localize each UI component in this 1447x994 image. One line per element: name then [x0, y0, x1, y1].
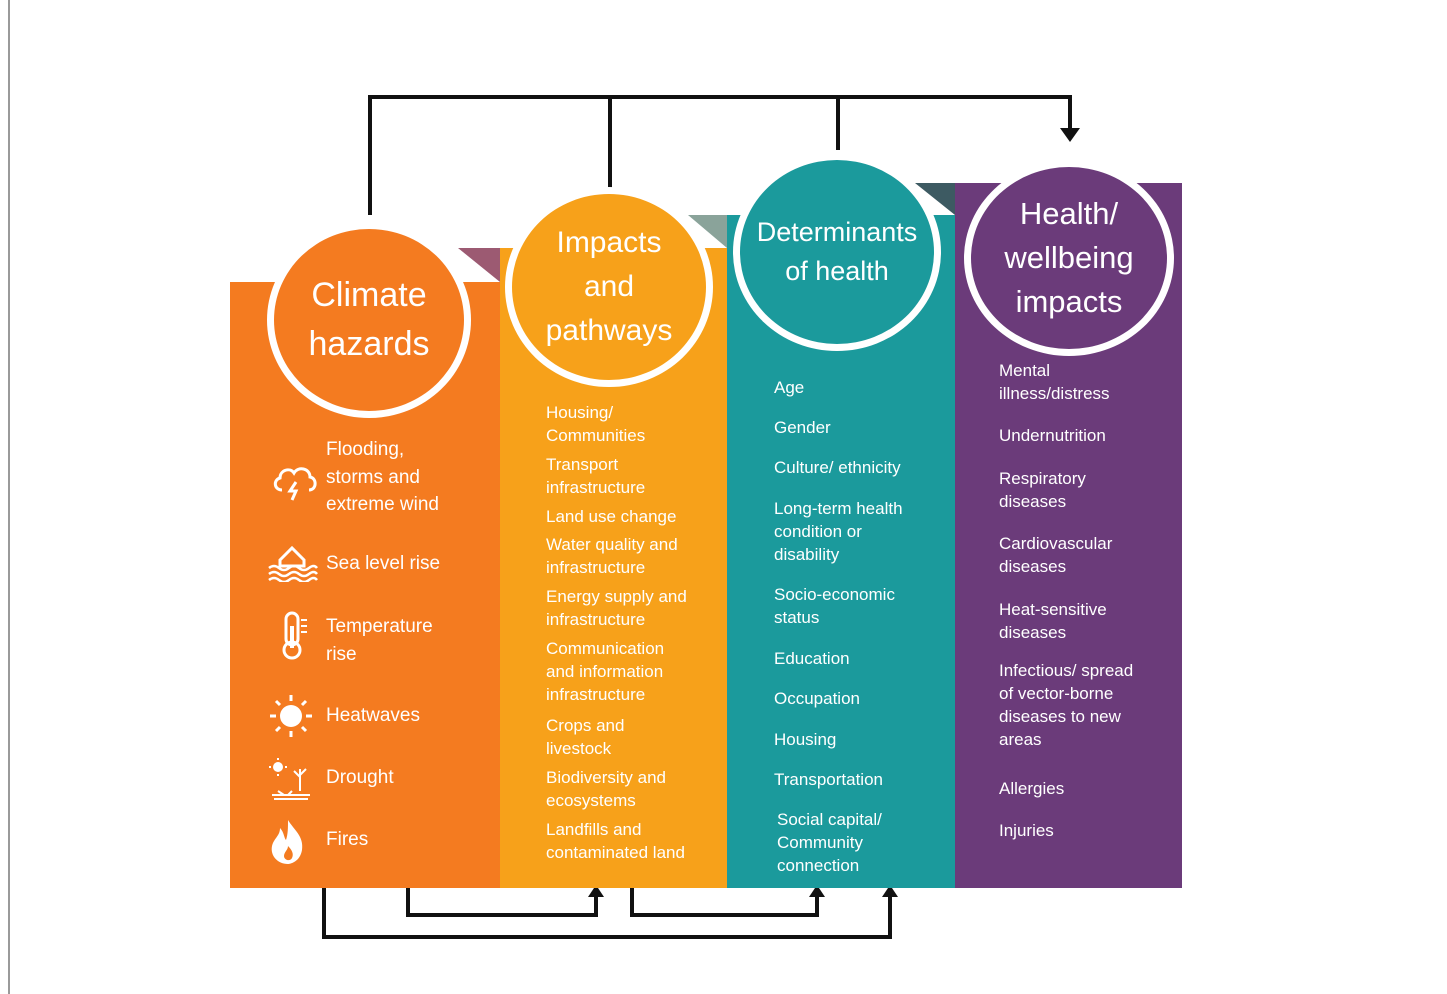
bottom-connector-impacts-determinants	[630, 888, 819, 917]
health-impact-item: Undernutrition	[999, 426, 1106, 445]
health-impact-item: Infectious/ spread of vector-borne disea…	[999, 661, 1134, 749]
health-impact-item: Cardiovascular diseases	[999, 534, 1113, 576]
ribbon-fold-yellow	[688, 215, 727, 248]
determinant-item: Housing	[774, 730, 837, 749]
top-connector-line	[368, 95, 1072, 215]
sun-icon	[270, 695, 312, 737]
determinant-item: Long-term health condition or disability	[774, 499, 903, 564]
health-impact-item: Allergies	[999, 779, 1065, 798]
storm-cloud-icon	[273, 467, 317, 501]
health-impact-item: Heat-sensitive diseases	[999, 600, 1107, 642]
determinant-item: Education	[774, 649, 850, 668]
hazard-fires: Fires	[326, 829, 369, 850]
health-impacts-heading: Health/ wellbeing impacts	[964, 160, 1174, 356]
determinant-item: Age	[774, 378, 805, 397]
hazard-drought: Drought	[326, 767, 394, 788]
flooded-house-icon	[268, 545, 318, 582]
pathway-item: Landfills and contaminated land	[546, 820, 685, 862]
health-impact-item: Injuries	[999, 821, 1054, 840]
determinant-item: Culture/ ethnicity	[774, 458, 901, 477]
arrowhead-up-determinants	[809, 885, 825, 897]
pathway-item: Biodiversity and ecosystems	[546, 768, 667, 810]
climate-hazards-heading: Climate hazards	[267, 222, 471, 418]
pathway-item: Water quality and infrastructure	[546, 535, 678, 577]
pathway-item: Housing/ Communities	[546, 403, 646, 445]
determinant-item: Social capital/ Community connection	[777, 810, 882, 875]
determinant-item: Occupation	[774, 689, 860, 708]
health-impact-item: Mental illness/distress	[999, 361, 1110, 403]
thermometer-icon	[282, 611, 307, 660]
fire-icon	[271, 820, 303, 864]
arrowhead-up-determinants-2	[882, 885, 898, 897]
hazard-temperature: Temperature rise	[326, 616, 433, 665]
determinant-item: Gender	[774, 418, 831, 437]
arrowhead-up-impacts	[588, 885, 604, 897]
impacts-pathways-heading: Impacts and pathways	[505, 187, 713, 387]
ribbon-fold-teal	[915, 183, 955, 215]
drought-icon	[269, 758, 310, 800]
pathway-item: Transport infrastructure	[546, 455, 646, 497]
hazard-heatwaves: Heatwaves	[326, 705, 420, 726]
determinant-item: Socio-economic status	[774, 585, 895, 627]
ribbon-fold-orange	[458, 248, 500, 282]
determinants-heading: Determinants of health	[733, 153, 941, 351]
pathway-item: Communication and information infrastruc…	[546, 639, 665, 704]
pathway-item: Land use change	[546, 507, 677, 526]
determinant-item: Transportation	[774, 770, 883, 789]
bottom-connector-hazards-determinants	[322, 888, 892, 939]
hazard-sea-level: Sea level rise	[326, 553, 441, 574]
arrowhead-down	[1060, 128, 1080, 142]
health-impact-item: Respiratory diseases	[999, 469, 1086, 511]
pathway-item: Energy supply and infrastructure	[546, 587, 687, 629]
hazard-flooding: Flooding, storms and extreme wind	[326, 439, 439, 515]
page-edge-line	[8, 0, 10, 994]
bottom-connector-hazards-impacts	[406, 888, 598, 917]
pathway-item: Crops and livestock	[546, 716, 625, 758]
